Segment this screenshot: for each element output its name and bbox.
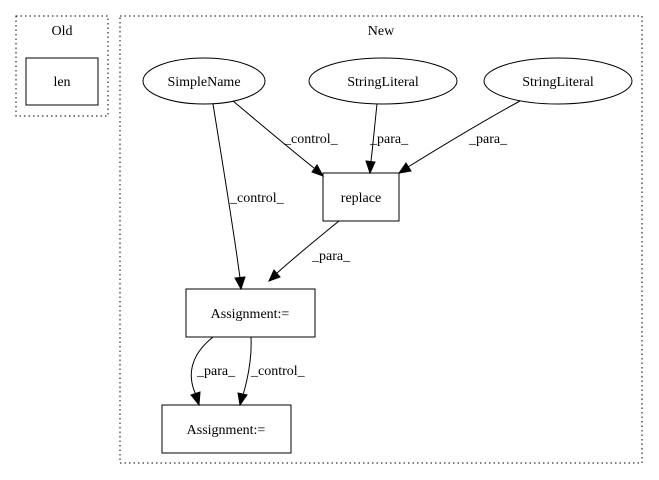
node-replace-label: replace	[341, 191, 381, 206]
node-replace[interactable]: replace	[322, 172, 400, 222]
cluster-new-label: New	[368, 24, 395, 39]
edge-assignment1-assignment2-control-label: _control_	[250, 364, 306, 379]
cluster-new: New	[119, 15, 643, 464]
edge-replace-assignment1: _para_	[268, 220, 351, 282]
cluster-old-label: Old	[52, 24, 73, 39]
edge-stringliteral1-replace: _para_	[365, 103, 409, 175]
edge-assignment1-assignment2-para-label: _para_	[196, 364, 236, 379]
edge-replace-assignment1-label: _para_	[311, 249, 351, 264]
node-assignment-1-label: Assignment:=	[211, 307, 290, 322]
edge-assignment1-assignment2-control: _control_	[237, 336, 306, 407]
node-string-literal-2-label: StringLiteral	[522, 75, 594, 90]
edge-simplename-replace: _control_	[232, 100, 339, 177]
node-string-literal-2[interactable]: StringLiteral	[483, 57, 633, 105]
edge-stringliteral1-replace-label: _para_	[369, 132, 409, 147]
node-assignment-2[interactable]: Assignment:=	[161, 404, 292, 454]
node-string-literal-1[interactable]: StringLiteral	[308, 57, 458, 105]
node-simple-name-label: SimpleName	[167, 75, 240, 90]
edge-simplename-replace-label: _control_	[283, 132, 339, 147]
edge-stringliteral2-replace-label: _para_	[468, 132, 508, 147]
cluster-old: Old	[15, 15, 109, 117]
edge-simplename-assignment1-label: _control_	[229, 191, 285, 206]
edge-simplename-assignment1: _control_	[212, 103, 285, 291]
node-len[interactable]: len	[25, 57, 99, 106]
node-len-label: len	[53, 75, 70, 90]
node-string-literal-1-label: StringLiteral	[347, 75, 419, 90]
node-assignment-2-label: Assignment:=	[187, 423, 266, 438]
edge-assignment1-assignment2-para: _para_	[190, 336, 236, 407]
node-simple-name[interactable]: SimpleName	[142, 57, 266, 105]
edge-stringliteral2-replace: _para_	[397, 100, 521, 174]
node-assignment-1[interactable]: Assignment:=	[185, 288, 316, 338]
